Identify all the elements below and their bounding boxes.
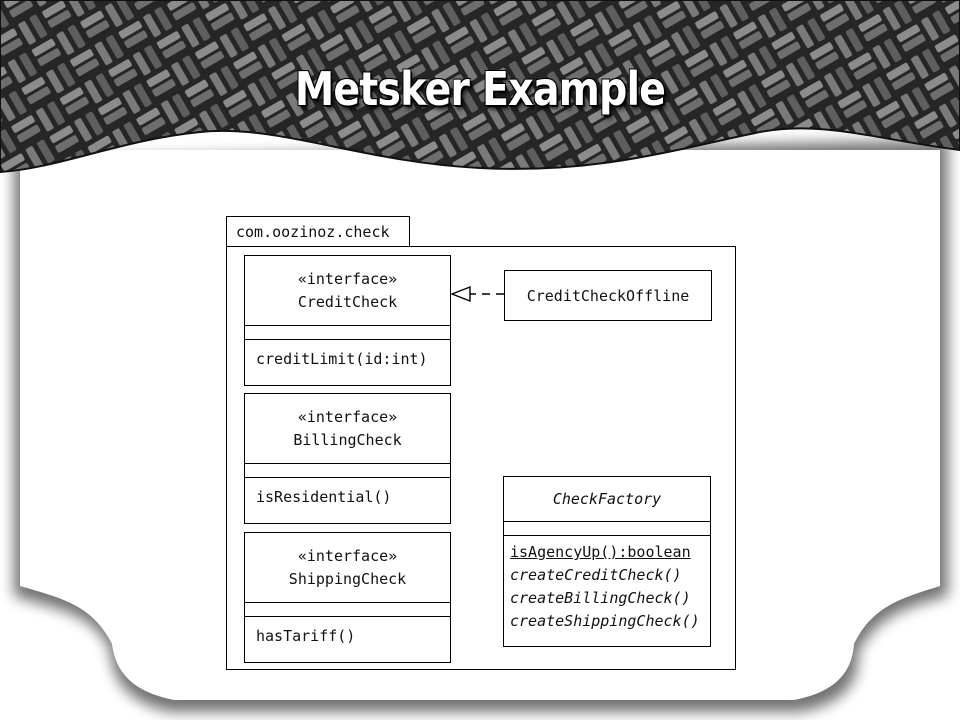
credit-check-offline-name: CreditCheckOffline	[526, 287, 690, 305]
billing-check-operation: isResidential()	[256, 488, 392, 506]
shipping-check-operation: hasTariff()	[256, 627, 356, 645]
billing-check-stereotype: «interface»	[297, 408, 398, 426]
credit-check-stereotype: «interface»	[297, 270, 398, 288]
credit-check-attributes	[245, 326, 450, 340]
check-factory-op-create-shipping-check: createShippingCheck()	[510, 612, 700, 630]
check-factory-name: CheckFactory	[552, 490, 662, 508]
credit-check-name: CreditCheck	[297, 293, 398, 311]
package-name: com.oozinoz.check	[236, 223, 390, 241]
shipping-check-name: ShippingCheck	[288, 570, 407, 588]
shipping-check-interface: «interface» ShippingCheck hasTariff()	[244, 532, 451, 663]
credit-check-offline-class: CreditCheckOffline	[504, 270, 712, 321]
billing-check-interface: «interface» BillingCheck isResidential()	[244, 393, 451, 524]
check-factory-attributes	[504, 522, 710, 536]
check-factory-class: CheckFactory isAgencyUp():boolean create…	[503, 476, 711, 647]
shipping-check-stereotype: «interface»	[297, 547, 398, 565]
package-tab: com.oozinoz.check	[226, 216, 410, 246]
check-factory-op-create-billing-check: createBillingCheck()	[510, 589, 691, 607]
shipping-check-attributes	[245, 603, 450, 617]
check-factory-op-create-credit-check: createCreditCheck()	[510, 566, 682, 584]
credit-check-interface: «interface» CreditCheck creditLimit(id:i…	[244, 255, 451, 386]
credit-check-operation: creditLimit(id:int)	[256, 350, 428, 368]
slide-title: Metsker Example	[294, 62, 666, 116]
check-factory-op-is-agency-up: isAgencyUp():boolean	[510, 543, 691, 561]
billing-check-name: BillingCheck	[293, 431, 402, 449]
billing-check-attributes	[245, 464, 450, 478]
